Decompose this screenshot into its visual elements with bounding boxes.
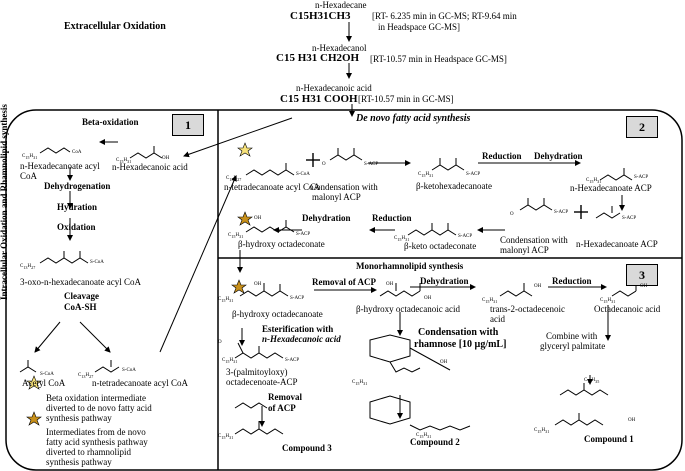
star-light-icon xyxy=(237,142,253,157)
coash-label: CoA-SH xyxy=(64,302,97,312)
dehydration2-label: Dehydration xyxy=(302,213,351,223)
hydroxy-octadeconate: β-hydroxy octadeconate xyxy=(238,239,325,249)
dehydration-label: Dehydration xyxy=(534,151,583,161)
box3-title: Monorhamnolipid synthesis xyxy=(356,261,464,271)
condensation2-1: Condensation with xyxy=(500,235,568,245)
hexadecanol-rt: [RT-10.57 min in Headspace GC-MS] xyxy=(370,54,507,64)
combine-2: glyceryl palmitate xyxy=(540,341,606,351)
acyl-coa-1: n-Hexadecanoate acyl xyxy=(20,161,100,171)
legend-2b: fatty acid synthesis pathway xyxy=(46,437,148,447)
octadecanoic-acid: Octadecanoic acid xyxy=(594,304,661,314)
extracellular-title: Extracellular Oxidation xyxy=(64,21,166,32)
box2-number: 2 xyxy=(626,116,658,138)
hexadecane-name: n-Hexadecane xyxy=(315,0,367,10)
box1-number: 1 xyxy=(172,114,204,136)
star-icons xyxy=(26,142,253,426)
box1-title: Beta-oxidation xyxy=(82,117,139,127)
tetradec-acyl-coa: n-tetradecanoate acyl CoA xyxy=(92,378,188,388)
compound-1: Compound 1 xyxy=(584,434,634,444)
hexadecanol-name: n-Hexadecanol xyxy=(312,43,367,53)
arrow-ext-acid-to-box1 xyxy=(183,117,293,158)
hexadecanol-formula: C15 H31 CH2OH xyxy=(276,52,360,64)
palmitoyloxy-2: octadecenoate-ACP xyxy=(226,377,298,387)
box3-number: 3 xyxy=(626,264,658,286)
esterification-2: n-Hexadecanoic acid xyxy=(262,334,341,344)
keto-octadeconate: β-keto octadeconate xyxy=(404,241,477,251)
esterification-1: Esterification with xyxy=(262,324,334,334)
star-legend-light-icon xyxy=(26,375,42,390)
condensation-rhamnose-1: Condensation with xyxy=(418,327,499,338)
intracellular-panel xyxy=(5,109,683,471)
compound-3: Compound 3 xyxy=(282,443,332,453)
box2-title: De novo fatty acid synthesis xyxy=(356,113,471,124)
legend-1a: Beta oxidation intermediate xyxy=(46,393,146,403)
hydroxy-octadecanoic-acid: β-hydroxy octadecanoic acid xyxy=(356,304,461,314)
arrow-cleavage-left xyxy=(34,321,61,353)
legend-2a: Intermediates from de novo xyxy=(46,427,146,437)
star-dark-icon xyxy=(237,211,253,226)
hexadecanoate-acp: n-Hexadecanoate ACP xyxy=(570,183,652,193)
box1-acid: n-Hexadecanoic acid xyxy=(112,162,188,172)
combine-1: Combine with xyxy=(546,331,598,341)
tetradecanoate-acyl-coa: n-tetradecanoate acyl CoA xyxy=(224,182,320,192)
cleavage-label: Cleavage xyxy=(64,291,99,301)
compound-2: Compound 2 xyxy=(410,437,460,447)
star-legend-dark-icon xyxy=(26,411,42,426)
acid-name: n-Hexadecanoic acid xyxy=(296,83,372,93)
oxo-acyl-coa: 3-oxo-n-hexadecanoate acyl CoA xyxy=(20,277,141,287)
hexadecanoate-acp-2: n-Hexadecanoate ACP xyxy=(576,239,658,249)
palmitoyloxy-1: 3-(palmitoyloxy) xyxy=(226,367,288,377)
hexadecane-formula: C15H31CH3 xyxy=(290,10,351,22)
step-oxidation: Oxidation xyxy=(57,222,96,232)
legend-1b: diverted to de novo fatty acid xyxy=(46,403,152,413)
dehydration3-label: Dehydration xyxy=(420,276,469,286)
trans-octadecenoic-1: trans-2-octadecenoic xyxy=(490,304,565,314)
acyl-coa-2: CoA xyxy=(20,171,38,181)
reduction2-label: Reduction xyxy=(372,213,412,223)
removal2-1: Removal xyxy=(268,392,302,402)
condensation-2: malonyl ACP xyxy=(312,192,361,202)
reduction-label: Reduction xyxy=(482,151,522,161)
legend-1c: synthesis pathway xyxy=(46,413,112,423)
legend-2c: diverted to rhamnolipid xyxy=(46,447,131,457)
removal2-2: of ACP xyxy=(268,403,296,413)
arrow-cleavage-right xyxy=(79,321,111,353)
acid-rt: [RT-10.57 min in GC-MS] xyxy=(358,94,454,104)
condensation2-2: malonyl ACP xyxy=(500,245,549,255)
reduction3-label: Reduction xyxy=(552,276,592,286)
trans-octadecenoic-2: acid xyxy=(490,314,505,324)
arrow-tetradec-to-denovo xyxy=(159,175,237,353)
condensation-rhamnose-2: rhamnose [10 µg/mL] xyxy=(414,339,507,350)
acid-formula: C15 H31 COOH xyxy=(280,93,358,105)
side-title: Intracellular Oxidation and Rhamnolipid … xyxy=(0,104,9,300)
condensation-1: Condensation with xyxy=(310,182,378,192)
hexadecane-rt-1: [RT- 6.235 min in GC-MS; RT-9.64 min xyxy=(372,11,517,21)
hexadecane-rt-2: in Headspace GC-MS] xyxy=(378,22,460,32)
hydroxy-octadecanoate: β-hydroxy octadecanoate xyxy=(232,309,323,319)
removal-acp-label: Removal of ACP xyxy=(312,277,376,287)
step-hydration: Hydration xyxy=(57,202,98,212)
star-dark-icon xyxy=(231,279,247,294)
keto-hexadecanoate: β-ketohexadecanoate xyxy=(416,181,493,191)
acetyl-coa: Acetyl CoA xyxy=(22,378,66,388)
step-dehydrogenation: Dehydrogenation xyxy=(44,181,111,191)
legend-2d: synthesis pathway xyxy=(46,457,112,467)
